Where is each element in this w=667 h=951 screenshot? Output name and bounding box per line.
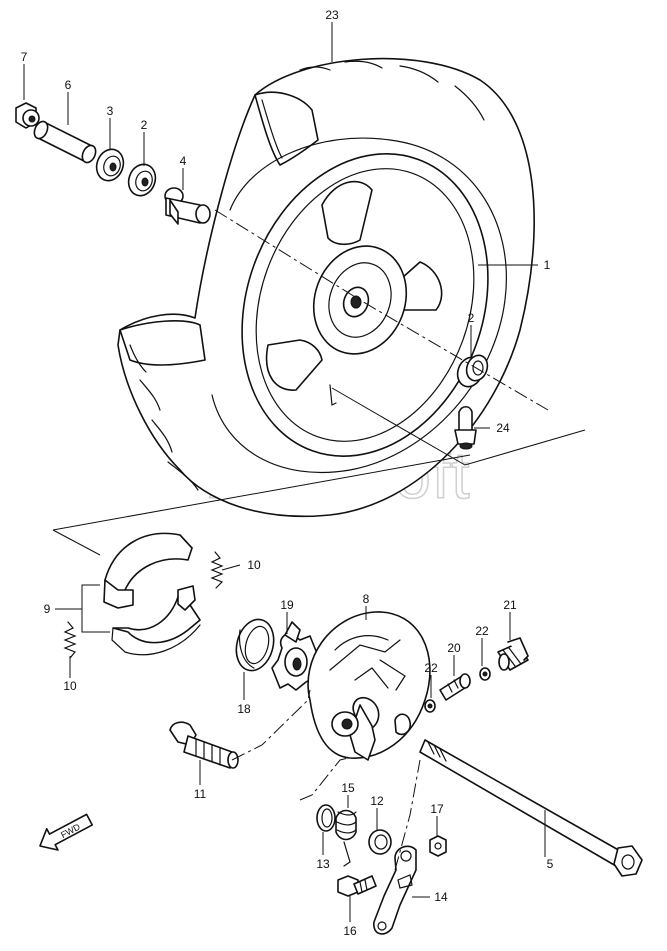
callout-5[interactable]: 5 xyxy=(547,857,554,871)
washer-part-22-a[interactable] xyxy=(424,699,436,713)
brake-panel-part-8[interactable] xyxy=(307,611,431,761)
rim-spoke-left xyxy=(265,339,323,391)
washer-part-12[interactable] xyxy=(368,829,392,855)
callout-21[interactable]: 21 xyxy=(503,598,517,612)
callout-10-lower[interactable]: 10 xyxy=(63,679,77,693)
callout-4[interactable]: 4 xyxy=(180,154,187,168)
spring-part-10-upper[interactable] xyxy=(210,551,224,589)
callout-6[interactable]: 6 xyxy=(65,78,72,92)
callout-13[interactable]: 13 xyxy=(316,857,330,871)
spacer-part-6[interactable] xyxy=(32,119,98,164)
callout-1[interactable]: 1 xyxy=(544,258,551,272)
callout-11[interactable]: 11 xyxy=(194,787,207,801)
valve-part-24[interactable] xyxy=(454,405,477,450)
callout-2-lower[interactable]: 2 xyxy=(468,311,475,325)
callout-15[interactable]: 15 xyxy=(341,781,355,795)
callout-12[interactable]: 12 xyxy=(370,794,384,808)
tire-cutaway-top xyxy=(254,91,319,166)
callout-14[interactable]: 14 xyxy=(434,890,448,904)
brake-shoe-part-9[interactable] xyxy=(103,532,201,656)
callout-24[interactable]: 24 xyxy=(496,421,510,435)
callout-9[interactable]: 9 xyxy=(44,602,51,616)
callout-10-upper[interactable]: 10 xyxy=(247,558,261,572)
spring-part-15[interactable] xyxy=(335,809,357,867)
axle-part-5[interactable] xyxy=(419,739,643,877)
bolt-part-16[interactable] xyxy=(337,875,377,897)
rim-spoke-top xyxy=(321,180,373,246)
callout-8[interactable]: 8 xyxy=(363,592,370,606)
collar-part-4[interactable] xyxy=(164,187,211,225)
housing-part-21[interactable] xyxy=(497,637,529,671)
leader-lines xyxy=(23,22,546,922)
axle-nut-part-7[interactable] xyxy=(15,102,40,129)
axis-line-hub xyxy=(214,209,549,411)
bearing-part-2-upper[interactable] xyxy=(124,161,159,200)
rear-wheel-assembly xyxy=(117,57,535,518)
lever-part-14[interactable] xyxy=(373,845,417,935)
seal-part-18[interactable] xyxy=(231,615,279,675)
fwd-arrow-icon: FWD xyxy=(39,813,94,851)
callout-3[interactable]: 3 xyxy=(107,104,114,118)
callout-20[interactable]: 20 xyxy=(447,641,461,655)
circlip-part-13[interactable] xyxy=(316,804,336,832)
callout-22-lower[interactable]: 22 xyxy=(424,661,438,675)
callout-labels: 23 7 6 3 2 4 1 2 24 10 9 10 19 8 21 22 2… xyxy=(21,8,554,938)
nut-part-17[interactable] xyxy=(429,835,447,857)
gear-part-19[interactable] xyxy=(271,621,319,691)
tire-cutaway-bottom xyxy=(119,320,206,366)
callout-18[interactable]: 18 xyxy=(237,702,251,716)
callout-7[interactable]: 7 xyxy=(21,50,28,64)
cam-shaft-part-11[interactable] xyxy=(169,721,239,769)
callout-16[interactable]: 16 xyxy=(343,924,357,938)
callout-22-upper[interactable]: 22 xyxy=(475,624,489,638)
callout-23[interactable]: 23 xyxy=(325,8,339,22)
washer-part-22-b[interactable] xyxy=(479,667,491,681)
callout-2-upper[interactable]: 2 xyxy=(141,118,148,132)
callout-19[interactable]: 19 xyxy=(280,598,294,612)
gear-part-20[interactable] xyxy=(439,673,471,701)
oil-seal-part-3[interactable] xyxy=(92,146,127,185)
callout-17[interactable]: 17 xyxy=(430,802,444,816)
spring-part-10-lower[interactable] xyxy=(63,621,77,659)
